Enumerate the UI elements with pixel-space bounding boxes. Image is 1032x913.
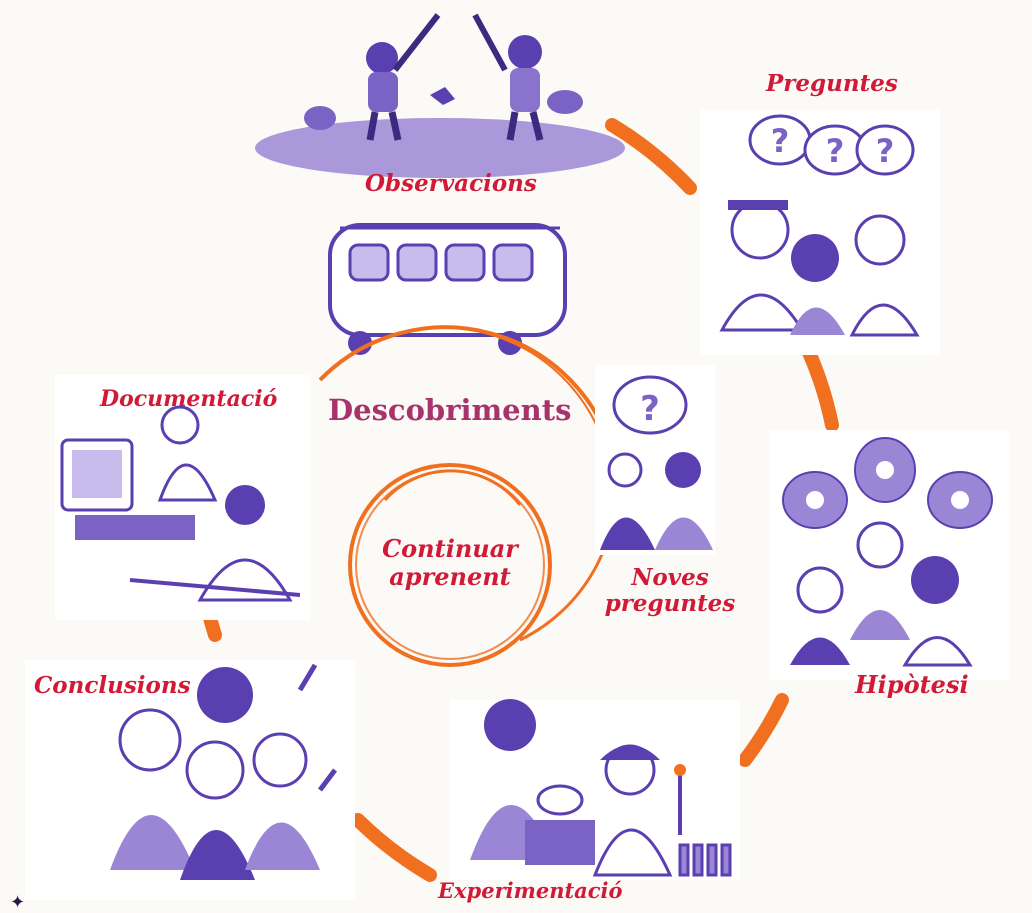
svg-text:?: ? — [771, 122, 790, 160]
svg-text:?: ? — [640, 389, 660, 429]
label-preguntes-new: preguntes — [604, 590, 736, 618]
noves-preguntes-illustration: ? — [595, 365, 715, 555]
label-noves-preguntes: Noves preguntes — [600, 564, 740, 618]
label-aprenent: aprenent — [389, 561, 511, 591]
documentacio-illustration — [55, 375, 310, 620]
label-descobriments: Descobriments — [328, 393, 572, 427]
label-noves: Noves — [631, 564, 709, 591]
arc-hipotesi-to-experimentacio — [738, 693, 789, 767]
svg-text:?: ? — [876, 132, 895, 170]
arc-observacions-to-preguntes — [605, 118, 697, 195]
svg-text:?: ? — [826, 132, 845, 170]
conclusions-illustration — [25, 660, 355, 900]
label-hipotesi: Hipòtesi — [855, 670, 969, 699]
label-observacions: Observacions — [365, 170, 537, 197]
bus-illustration — [328, 223, 567, 355]
arc-preguntes-to-hipotesi — [801, 343, 839, 432]
label-continuar-aprenent: Continuar aprenent — [370, 535, 530, 590]
arc-experimentacio-to-conclusions — [351, 813, 437, 882]
center-spiral — [348, 463, 552, 667]
hipotesi-illustration — [770, 430, 1010, 680]
label-experimentacio: Experimentació — [438, 878, 623, 903]
corner-star-icon: ✦ — [10, 892, 26, 913]
experimentacio-illustration — [450, 699, 740, 880]
preguntes-illustration: ??? — [700, 110, 940, 355]
inner-loop — [318, 325, 618, 642]
observacions-illustration — [255, 13, 625, 178]
label-documentacio: Documentació — [100, 386, 278, 412]
label-preguntes: Preguntes — [766, 70, 898, 97]
label-continuar: Continuar — [382, 534, 518, 563]
label-conclusions: Conclusions — [34, 672, 191, 699]
